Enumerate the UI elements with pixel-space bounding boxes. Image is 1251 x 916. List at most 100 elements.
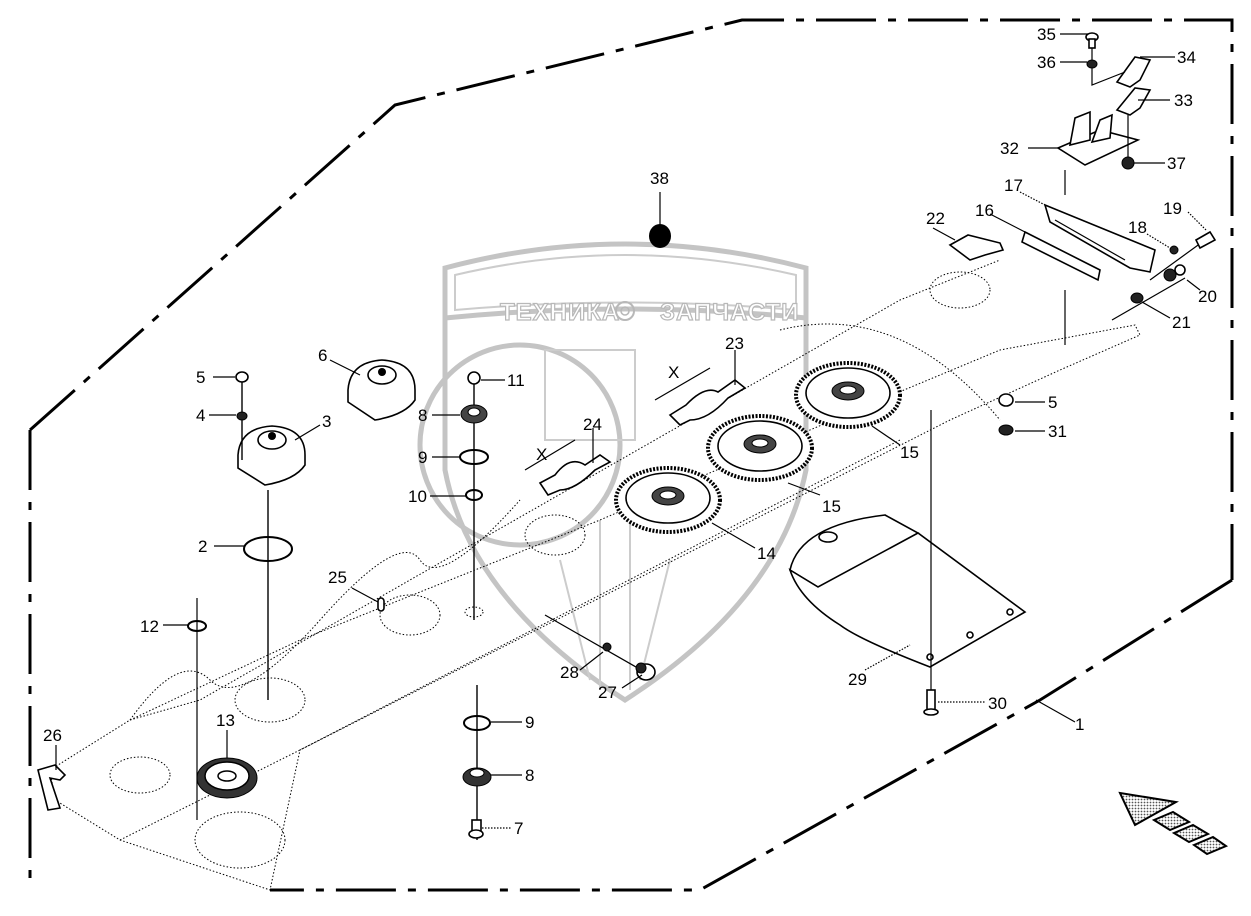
callout-18: 18 (1128, 218, 1147, 237)
part-18-washer (1169, 245, 1179, 255)
callout-11: 11 (507, 371, 525, 390)
callout-23: 23 (725, 334, 744, 353)
part-8-bearing-upper (460, 404, 488, 424)
part-22-bracket (948, 234, 1005, 261)
part-34-link (1115, 56, 1152, 88)
watermark-left-text: ТЕХНИКА (500, 299, 620, 326)
callout-13: 13 (216, 711, 235, 730)
callout-22: 22 (926, 209, 945, 228)
part-11-nut (467, 371, 481, 385)
callout-6: 6 (318, 346, 327, 365)
callout-8: 8 (418, 406, 427, 425)
part-15-gear-middle (706, 414, 814, 482)
part-14-gear (614, 466, 722, 534)
part-17-skid (1043, 203, 1156, 273)
part-19-bolt (1194, 230, 1217, 250)
callout-29: 29 (848, 670, 867, 689)
watermark-letter-block (544, 349, 636, 441)
callout-32: 32 (1000, 139, 1019, 158)
part-30-screw (923, 689, 939, 716)
part-5-nut (235, 371, 249, 383)
part-32-mount (1056, 110, 1141, 166)
callout-16: 16 (975, 201, 994, 220)
gear-icon (615, 301, 635, 321)
part-4-washer (236, 411, 248, 421)
callout-15-right: 15 (900, 443, 919, 462)
part-9-o-ring-lower (463, 715, 491, 731)
cutter-bar (49, 259, 1141, 891)
callout-31: 31 (1048, 422, 1067, 441)
callout-17: 17 (1004, 176, 1023, 195)
callout-20: 20 (1198, 287, 1217, 306)
callout-3: 3 (322, 412, 331, 431)
callout-5-right: 5 (1048, 393, 1057, 412)
part-29-cover-plate (788, 514, 1027, 668)
callout-28: 28 (560, 663, 579, 682)
watermark-right-text: ЗАПЧАСТИ (660, 299, 800, 326)
callout-labels: 1 2 3 4 5 5 6 7 8 8 9 9 10 11 12 13 14 1… (43, 25, 1217, 838)
callout-38: 38 (650, 169, 669, 188)
dimension-mark-x: X (668, 363, 679, 382)
callout-19: 19 (1163, 199, 1182, 218)
callout-24: 24 (583, 415, 602, 434)
part-37-nut (1121, 156, 1135, 170)
part-28-washer (602, 642, 612, 652)
callout-34: 34 (1177, 48, 1196, 67)
callout-4: 4 (196, 406, 205, 425)
callout-8-lower: 8 (525, 766, 534, 785)
watermark-banner-inner (454, 254, 797, 312)
part-3-hub (237, 425, 306, 486)
bore-seat (464, 606, 484, 618)
callout-7: 7 (514, 819, 523, 838)
dimension-mark-x: X (536, 445, 547, 464)
travel-direction-arrow-icon (1118, 791, 1229, 856)
part-24-clip (524, 439, 612, 496)
callout-9-lower: 9 (525, 713, 534, 732)
callout-1: 1 (1075, 715, 1084, 734)
callout-10: 10 (408, 487, 427, 506)
callout-35: 35 (1037, 25, 1056, 44)
part-36-washer (1086, 59, 1098, 69)
part-33-link (1115, 87, 1152, 116)
part-5-nut-right (998, 393, 1014, 407)
watermark-circle (417, 342, 623, 548)
axis-line-28-27 (544, 614, 651, 676)
part-31-washer (998, 424, 1014, 436)
part-26-guard (37, 764, 67, 811)
axis-line-35-36 (1091, 45, 1126, 86)
callout-12: 12 (140, 617, 159, 636)
callout-30: 30 (988, 694, 1007, 713)
part-13-gear (196, 757, 258, 799)
leader-lines (55, 33, 1207, 829)
part-20-nipple (1163, 264, 1186, 282)
callout-26: 26 (43, 726, 62, 745)
callout-25: 25 (328, 568, 347, 587)
part-10-ring (465, 489, 483, 501)
part-7-bolt (468, 819, 484, 839)
callout-33: 33 (1174, 91, 1193, 110)
watermark: ТЕХНИКА ЗАПЧАСТИ (417, 241, 809, 703)
callout-21: 21 (1172, 313, 1191, 332)
callout-9: 9 (418, 448, 427, 467)
part-6-hub (347, 359, 416, 421)
watermark-wheat (559, 520, 671, 690)
part-12-ring (187, 620, 207, 632)
callout-2: 2 (198, 537, 207, 556)
callout-27: 27 (598, 683, 617, 702)
axis-line-18-19 (1149, 239, 1206, 281)
callout-15-mid: 15 (822, 497, 841, 516)
part-8-bearing-lower (462, 767, 492, 787)
part-35-bolt (1085, 32, 1099, 49)
part-21-washer (1130, 292, 1144, 304)
callout-14: 14 (757, 544, 776, 563)
watermark-shield (442, 318, 809, 703)
part-38-marker (649, 224, 671, 248)
callout-37: 37 (1167, 154, 1186, 173)
callout-5: 5 (196, 368, 205, 387)
part-23-clip (654, 367, 747, 426)
callout-36: 36 (1037, 53, 1056, 72)
part-15-gear-right (794, 361, 902, 429)
part-16-wear-strip (1021, 230, 1101, 282)
